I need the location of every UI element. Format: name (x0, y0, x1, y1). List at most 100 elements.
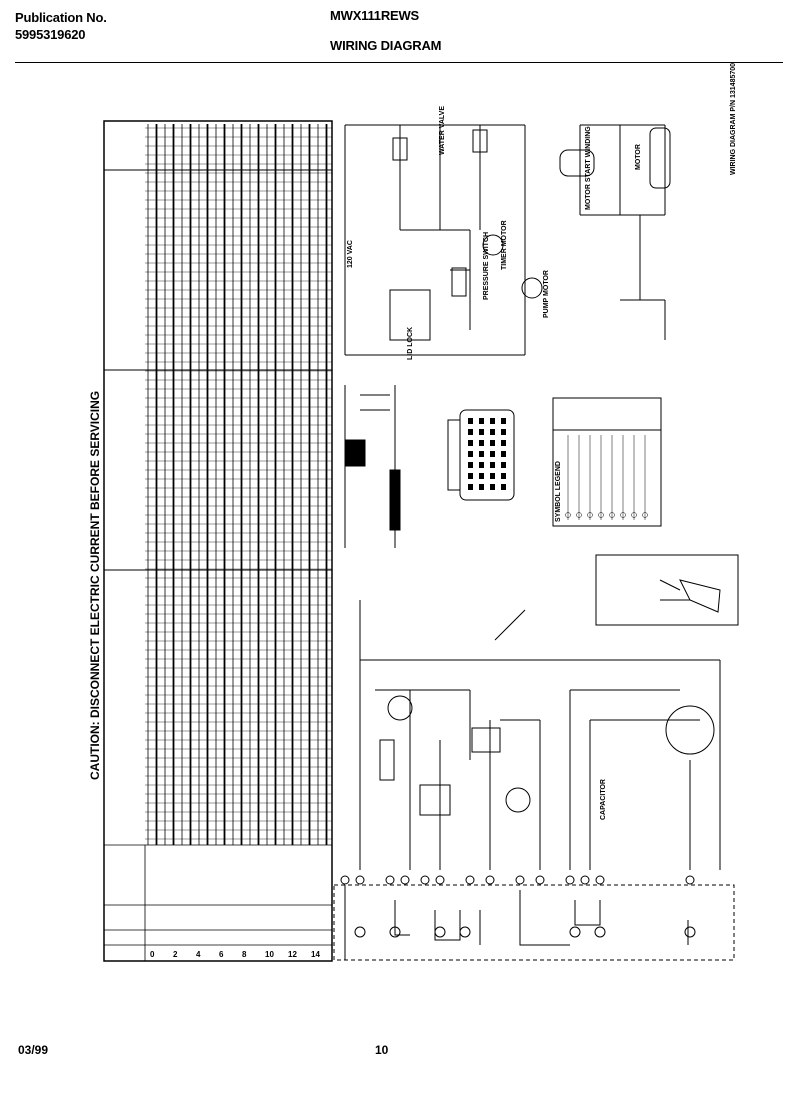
connector-block (447, 409, 515, 501)
terminal (434, 926, 446, 938)
connector-pin (479, 462, 484, 468)
connector-pin (479, 484, 484, 490)
connector-pin (468, 440, 473, 446)
publication-number: 5995319620 (15, 27, 86, 42)
motor-start-winding-label: MOTOR START WINDING (585, 126, 592, 210)
connector-pins (468, 418, 506, 490)
connector-pin (468, 462, 473, 468)
terminal (354, 926, 366, 938)
lower-switches (394, 890, 689, 946)
timer-chart-grid (104, 127, 332, 840)
page-number: 10 (375, 1043, 389, 1057)
connector-pin (490, 418, 495, 424)
legend-symbol (565, 512, 571, 518)
pump-motor-label: PUMP MOTOR (543, 270, 550, 318)
terminal (385, 875, 395, 885)
timer-chart-header-cells (104, 844, 332, 961)
legend-symbol (642, 512, 648, 518)
connector-pin (501, 440, 506, 446)
connector-pin (490, 462, 495, 468)
connector-pin (501, 484, 506, 490)
connector-pin (479, 418, 484, 424)
row-number: 12 (288, 950, 297, 959)
row-number: 8 (242, 950, 247, 959)
lower-schematic (359, 600, 721, 870)
pressure-switch-label: PRESSURE SWITCH (483, 232, 490, 300)
connector-pin (468, 429, 473, 435)
connector-pin (490, 484, 495, 490)
water-valve-label: WATER VALVE (439, 106, 446, 155)
connector-pin (468, 418, 473, 424)
footer-date: 03/99 (18, 1043, 49, 1057)
terminal (355, 875, 365, 885)
header-rule (15, 62, 783, 63)
row-number: 0 (150, 950, 155, 959)
terminals (340, 875, 696, 938)
model-number: MWX111REWS (330, 8, 420, 23)
legend-symbol (631, 512, 637, 518)
connector-pin (490, 451, 495, 457)
terminal (459, 926, 471, 938)
terminal (400, 875, 410, 885)
terminal (565, 875, 575, 885)
terminal (595, 875, 605, 885)
connector-pin (468, 473, 473, 479)
legend-symbol (576, 512, 582, 518)
legend-lines (565, 435, 648, 520)
timer-chart-frame (103, 120, 333, 962)
terminal (535, 875, 545, 885)
terminal (485, 875, 495, 885)
connector-pin (501, 429, 506, 435)
terminal (569, 926, 581, 938)
timing-diagram (344, 385, 401, 548)
terminal (594, 926, 606, 938)
timer-chart-bars (147, 124, 328, 845)
connector-pin (501, 462, 506, 468)
terminal (515, 875, 525, 885)
upper-ladder-circuit (344, 124, 666, 356)
terminal-block (333, 884, 735, 961)
lid-lock-label: LID LOCK (407, 327, 414, 360)
connector-pin (468, 451, 473, 457)
terminal (684, 926, 696, 938)
legend-symbol (587, 512, 593, 518)
terminal (340, 875, 350, 885)
row-number: 2 (173, 950, 178, 959)
sheet-id-label: WIRING DIAGRAM P/N 131485700 (730, 63, 737, 175)
connector-pin (490, 429, 495, 435)
timer-motor-label: TIMER MOTOR (501, 220, 508, 270)
row-number: 4 (196, 950, 201, 959)
terminal (435, 875, 445, 885)
connector-pin (501, 473, 506, 479)
legend-symbol (609, 512, 615, 518)
terminal (685, 875, 695, 885)
connector-pin (479, 451, 484, 457)
voltage-label: 120 VAC (347, 240, 354, 268)
connector-pin (490, 440, 495, 446)
connector-pin (490, 473, 495, 479)
terminal (580, 875, 590, 885)
timer-row-numbers: 0 2 4 6 8 10 12 14 (150, 950, 320, 959)
connector-pin (501, 418, 506, 424)
power-plug (595, 554, 739, 626)
upper-components (392, 127, 671, 299)
connector-pin (479, 429, 484, 435)
caution-text: CAUTION: DISCONNECT ELECTRIC CURRENT BEF… (88, 390, 102, 780)
connector-pin (468, 484, 473, 490)
legend-symbol (620, 512, 626, 518)
motor-label: MOTOR (635, 144, 642, 170)
capacitor-label: CAPACITOR (600, 779, 607, 820)
row-number: 10 (265, 950, 274, 959)
connector-pin (479, 440, 484, 446)
legend-title: SYMBOL LEGEND (555, 461, 562, 522)
row-number: 14 (311, 950, 320, 959)
legend-symbol (598, 512, 604, 518)
connector-pin (501, 451, 506, 457)
symbol-legend (552, 397, 662, 527)
row-number: 6 (219, 950, 224, 959)
terminal (420, 875, 430, 885)
publication-label: Publication No. (15, 10, 107, 25)
page-title: WIRING DIAGRAM (330, 38, 442, 53)
terminal (465, 875, 475, 885)
